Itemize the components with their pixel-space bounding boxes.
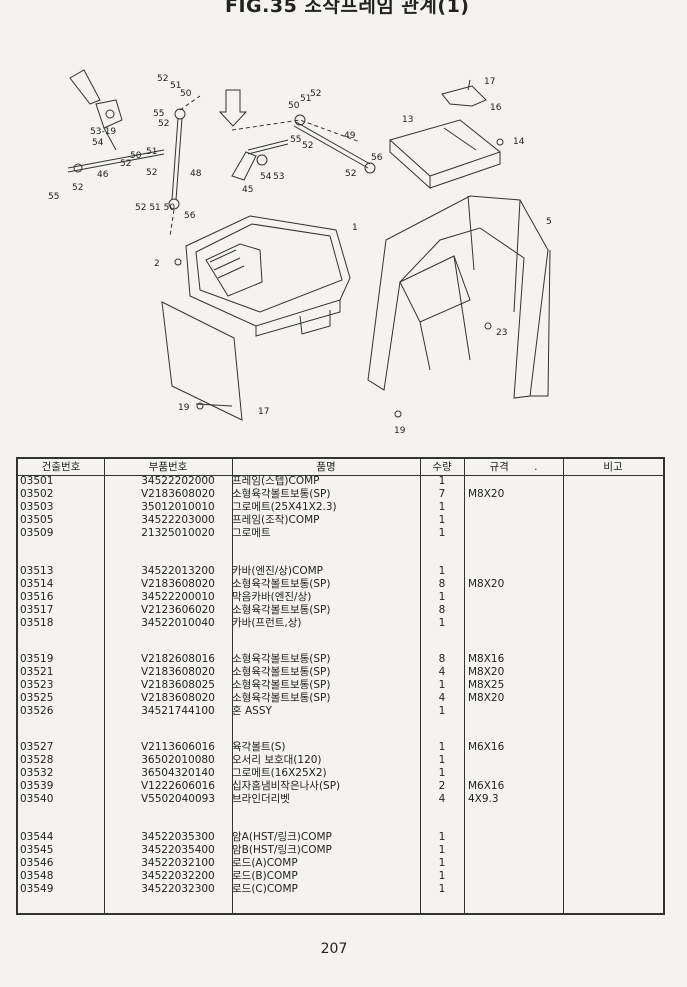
label-52g: 52 xyxy=(302,141,313,151)
header-spec-mark: . xyxy=(534,461,538,473)
label-17a: 17 xyxy=(484,77,495,87)
label-19b: 19 xyxy=(394,426,406,436)
label-52a: 52 xyxy=(157,74,168,84)
label-51c: 51 xyxy=(300,94,311,104)
header-part-name: 품명 xyxy=(316,461,336,473)
label-52e: 52 xyxy=(72,183,83,193)
label-51b: 51 xyxy=(146,147,157,157)
label-14: 14 xyxy=(513,137,525,147)
label-13: 13 xyxy=(402,115,413,125)
header-spec: 규격 . xyxy=(464,460,563,475)
label-55c: 55 xyxy=(290,135,301,145)
diagram-drawing: 52 51 50 55 52 53-19 54 50 51 52 52 46 5… xyxy=(48,69,552,436)
header-no: 건출번호 xyxy=(41,461,81,473)
label-50c: 50 xyxy=(288,101,300,111)
label-52h: 52 xyxy=(345,169,356,179)
label-49: 49 xyxy=(344,131,356,141)
label-1: 1 xyxy=(352,223,358,233)
label-56a: 56 xyxy=(184,211,196,221)
header-spec-label: 규격 xyxy=(489,461,509,473)
label-16: 16 xyxy=(490,103,502,113)
label-53-19: 53-19 xyxy=(90,127,116,137)
exploded-parts-diagram: 52 51 50 55 52 53-19 54 50 51 52 52 46 5… xyxy=(0,0,687,450)
header-remark: 비고 xyxy=(603,461,623,473)
label-52f: 52 xyxy=(310,89,321,99)
page-number: 207 xyxy=(320,941,348,957)
figure-title: FIG.35 조작프레임 관계(1) xyxy=(225,0,470,17)
label-53: 53 xyxy=(273,172,284,182)
label-46: 46 xyxy=(97,170,109,180)
label-52d: 52 xyxy=(146,168,157,178)
label-51a: 51 xyxy=(170,81,181,91)
label-52c: 52 xyxy=(120,159,131,169)
label-52-51-50: 52 51 50 xyxy=(135,203,175,213)
label-23: 23 xyxy=(496,328,507,338)
header-quantity: 수량 xyxy=(432,461,452,473)
label-50b: 50 xyxy=(130,151,142,161)
label-54b: 54 xyxy=(260,172,272,182)
label-56b: 56 xyxy=(371,153,383,163)
label-19a: 19 xyxy=(178,403,190,413)
label-17b: 17 xyxy=(258,407,269,417)
label-45: 45 xyxy=(242,185,253,195)
label-50a: 50 xyxy=(180,89,192,99)
label-48: 48 xyxy=(190,169,202,179)
header-part-number: 부품번호 xyxy=(148,461,188,473)
label-55b: 55 xyxy=(48,192,59,202)
label-5: 5 xyxy=(546,217,552,227)
label-54a: 54 xyxy=(92,138,104,148)
label-2: 2 xyxy=(154,259,160,269)
label-52b: 52 xyxy=(158,119,169,129)
label-55a: 55 xyxy=(153,109,164,119)
